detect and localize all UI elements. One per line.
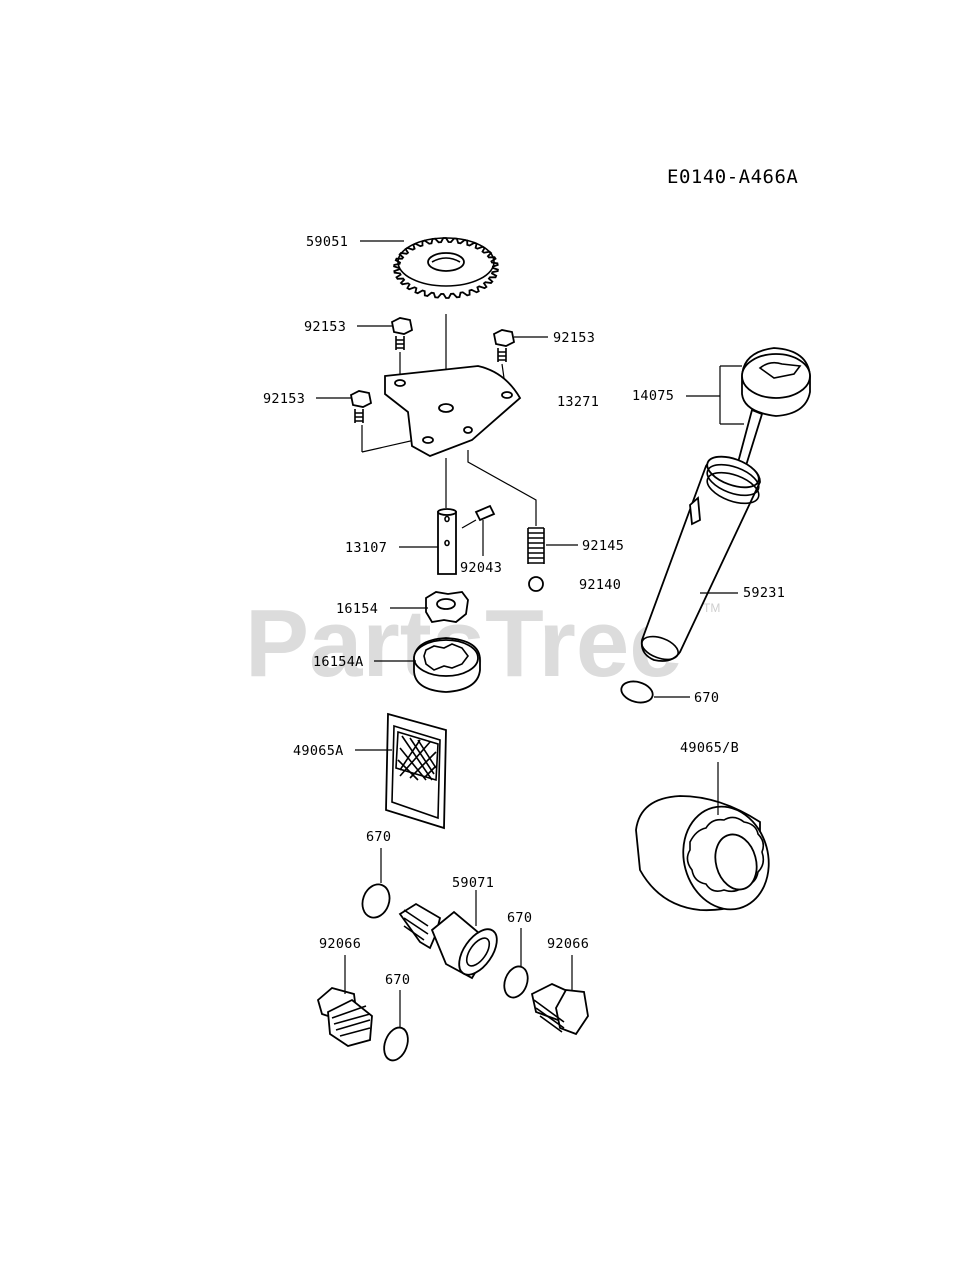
part-49065A-strainer[interactable] [385, 712, 447, 830]
watermark-tm: TM [703, 601, 720, 615]
part-92140-ball[interactable] [528, 576, 544, 592]
part-670-oring-c[interactable] [500, 963, 532, 1001]
axis-spring [467, 450, 537, 526]
label-49065B[interactable]: 49065/B [680, 740, 739, 756]
label-59071[interactable]: 59071 [452, 875, 494, 891]
part-16154A-outer-rotor[interactable] [413, 637, 481, 693]
label-92153-a[interactable]: 92153 [304, 319, 346, 335]
label-92145[interactable]: 92145 [582, 538, 624, 554]
label-16154[interactable]: 16154 [336, 601, 378, 617]
label-59231[interactable]: 59231 [743, 585, 785, 601]
label-92043[interactable]: 92043 [460, 560, 502, 576]
label-13107[interactable]: 13107 [345, 540, 387, 556]
leader-92043-a [461, 519, 477, 529]
part-92153-bolt-b[interactable] [492, 329, 516, 362]
part-49065B-oil-filter[interactable] [635, 795, 780, 919]
part-13107-shaft[interactable] [437, 508, 457, 575]
label-670-a[interactable]: 670 [694, 690, 719, 706]
part-92066-plug-a[interactable] [316, 987, 373, 1047]
label-92153-b[interactable]: 92153 [553, 330, 595, 346]
label-670-d[interactable]: 670 [385, 972, 410, 988]
part-59071-oil-fitting[interactable] [398, 902, 504, 981]
part-670-oring-d[interactable] [380, 1024, 412, 1063]
part-59051-gear[interactable] [393, 237, 499, 299]
part-92043-pin[interactable] [474, 504, 496, 522]
leader-14075 [686, 365, 744, 425]
part-92153-bolt-a[interactable] [390, 317, 414, 350]
label-92140[interactable]: 92140 [579, 577, 621, 593]
label-92153-c[interactable]: 92153 [263, 391, 305, 407]
label-92066-b[interactable]: 92066 [547, 936, 589, 952]
label-49065A[interactable]: 49065A [293, 743, 344, 759]
part-16154-inner-rotor[interactable] [425, 591, 469, 623]
label-16154A[interactable]: 16154A [313, 654, 364, 670]
label-92066-a[interactable]: 92066 [319, 936, 361, 952]
part-92153-bolt-c[interactable] [349, 390, 373, 423]
label-13271[interactable]: 13271 [557, 394, 599, 410]
part-92066-plug-b[interactable] [530, 983, 589, 1036]
diagram-code: E0140-A466A [667, 166, 798, 188]
label-670-b[interactable]: 670 [366, 829, 391, 845]
part-92145-spring[interactable] [527, 527, 545, 564]
label-670-c[interactable]: 670 [507, 910, 532, 926]
part-59231-filler-tube[interactable] [639, 451, 763, 664]
part-670-oring-a[interactable] [619, 678, 655, 706]
part-13271-pump-cover[interactable] [384, 365, 522, 457]
part-670-oring-b[interactable] [358, 881, 394, 922]
label-14075[interactable]: 14075 [632, 388, 674, 404]
label-59051[interactable]: 59051 [306, 234, 348, 250]
